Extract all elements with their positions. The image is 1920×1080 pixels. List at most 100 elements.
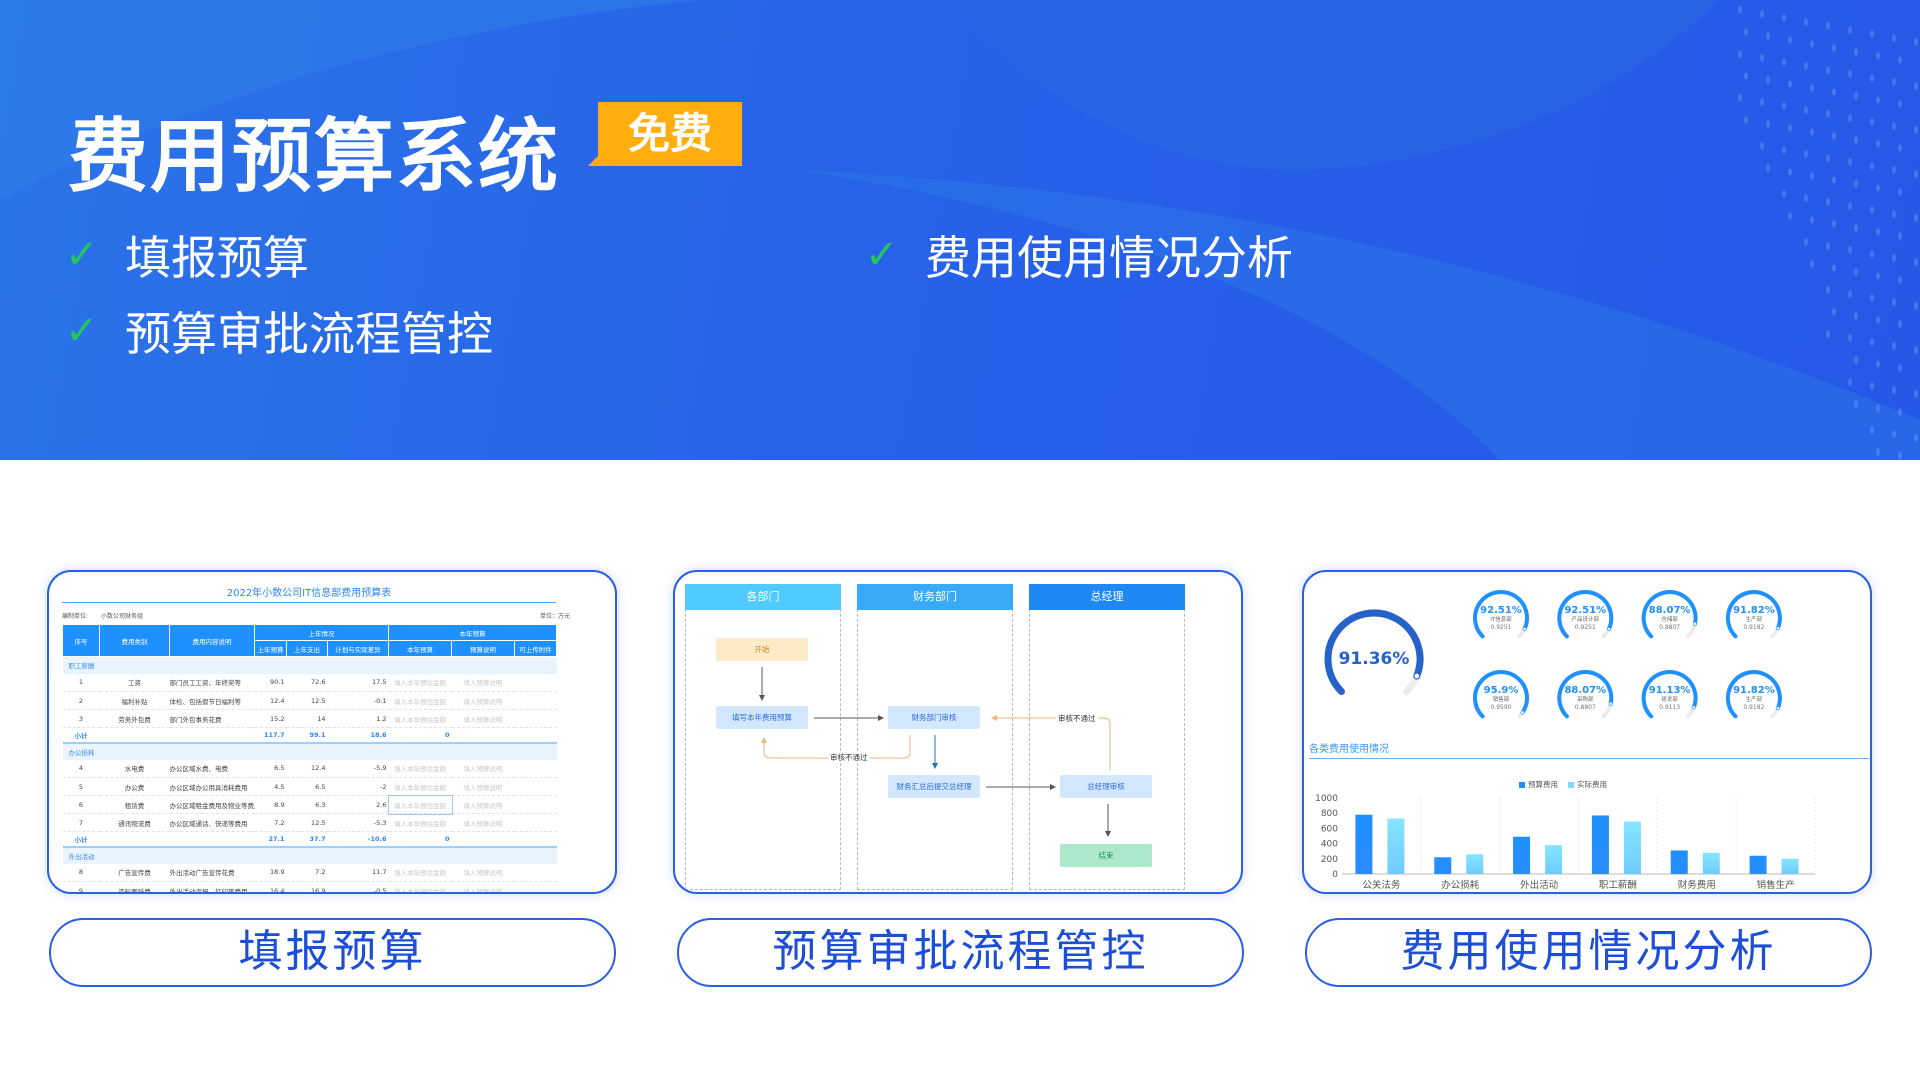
bar-actual[interactable] [1702, 852, 1720, 874]
dot [1898, 232, 1902, 240]
dot [1854, 400, 1858, 408]
bar-actual[interactable] [1387, 818, 1405, 874]
dot [1854, 356, 1858, 364]
expense-category: 工资 [99, 673, 170, 692]
budget-note-input[interactable]: 填入预算说明 [451, 813, 515, 832]
legend-label: 预算费用 [1528, 780, 1558, 789]
dot [1854, 136, 1858, 144]
dot [1848, 378, 1852, 386]
flow-node-end[interactable]: 结束 [1060, 844, 1152, 867]
dot [1788, 80, 1792, 88]
budget-amount-input[interactable]: 填入本年预估金额 [388, 777, 452, 796]
bar-budget[interactable] [1434, 857, 1452, 874]
dot [1810, 84, 1814, 92]
budget-amount-input[interactable]: 填入本年预估金额 [388, 813, 452, 832]
x-tick-label: 办公损耗 [1441, 879, 1480, 891]
bar-budget[interactable] [1591, 815, 1609, 874]
bar-chart: 02004006008001000公关法务办公损耗外出活动职工薪酬财务费用销售生… [1315, 794, 1816, 891]
x-tick-label: 公关法务 [1362, 879, 1401, 891]
dot [1766, 120, 1770, 128]
bar-budget[interactable] [1749, 855, 1767, 874]
gauge-percent: 92.51% [1480, 605, 1522, 616]
empty [99, 831, 170, 848]
empty [99, 727, 170, 744]
budget-note-input[interactable]: 填入预算说明 [451, 863, 515, 882]
bar-budget[interactable] [1513, 836, 1531, 874]
budget-note-input[interactable]: 填入预算说明 [451, 673, 515, 692]
dot [1898, 320, 1902, 328]
section-name: 外出活动 [62, 846, 557, 864]
budget-note-input[interactable]: 填入预算说明 [451, 777, 515, 796]
budget-amount-input[interactable]: 填入本年预估金额 [388, 709, 452, 728]
section-row: 职工薪酬 [62, 656, 557, 674]
dot [1876, 184, 1880, 192]
gauge-ratio: 0.8807 [1575, 704, 1596, 711]
budget-note-input[interactable]: 填入预算说明 [451, 795, 515, 814]
bar-actual[interactable] [1545, 845, 1563, 874]
dot [1848, 26, 1852, 34]
budget-amount-input[interactable]: 填入本年预估金额 [388, 863, 452, 882]
group-header: 上年情况 [254, 624, 389, 641]
flow-node-start[interactable]: 开始 [716, 638, 808, 661]
variance: -5.9 [327, 759, 389, 778]
budget-table-card[interactable]: 2022年小数公司IT信息部费用预算表 编制单位: 小数公司财务组 单位：万元 … [47, 570, 617, 894]
gauge-percent: 92.51% [1564, 605, 1606, 616]
last-year-spend: 16.9 [286, 881, 328, 892]
variance: -5.3 [327, 813, 389, 832]
last-year-spend: 14 [286, 709, 328, 728]
usage-analysis-button[interactable]: 费用使用情况分析 [1305, 918, 1872, 987]
budget-amount-input[interactable]: 填入本年预估金额 [388, 691, 452, 710]
dot [1876, 316, 1880, 324]
last-year-budget: 90.1 [254, 673, 287, 692]
dot [1738, 6, 1742, 14]
flow-node-fill-budget[interactable]: 填写本年费用预算 [716, 706, 808, 729]
gauge-department: 生产部 [1746, 695, 1763, 703]
overall-percent: 91.36% [1339, 649, 1410, 669]
last-year-budget: 7.2 [254, 813, 287, 832]
expense-description: 办公区域水费、电费 [169, 759, 255, 778]
flow-node-finance-review[interactable]: 财务部门审核 [888, 706, 980, 729]
attachment-cell [514, 813, 557, 832]
flow-node-gm-review[interactable]: 总经理审核 [1060, 775, 1152, 798]
variance: 17.5 [327, 673, 389, 692]
budget-note-input[interactable]: 填入预算说明 [451, 759, 515, 778]
unit-label: 编制单位: [62, 613, 89, 620]
budget-note-input[interactable]: 填入预算说明 [451, 691, 515, 710]
dot [1914, 214, 1918, 222]
budget-amount-input[interactable]: 填入本年预估金额 [388, 673, 452, 692]
bar-budget[interactable] [1670, 850, 1688, 874]
empty [514, 831, 557, 848]
dot [1848, 202, 1852, 210]
dot [1898, 408, 1902, 416]
dot [1810, 172, 1814, 180]
gauge-department: 生产部 [1746, 615, 1763, 623]
expense-description: 外出活动广告宣传花费 [169, 863, 255, 882]
empty [169, 831, 255, 848]
dot [1876, 52, 1880, 60]
budget-amount-input[interactable]: 填入本年预估金额 [388, 759, 452, 778]
budget-amount-input[interactable]: 填入本年预估金额 [388, 881, 452, 892]
approval-flow-button[interactable]: 预算审批流程管控 [677, 918, 1244, 987]
expense-category: 通讯物流费 [99, 813, 170, 832]
bar-actual[interactable] [1781, 858, 1799, 874]
dot [1870, 162, 1874, 170]
budget-note-input[interactable]: 填入预算说明 [451, 881, 515, 892]
approval-flow-card[interactable]: 各部门 财务部门 总经理 开始 填写本年费用预算 财务部门审核 财务汇总后提交总… [673, 570, 1243, 894]
dot [1782, 146, 1786, 154]
budget-amount-input[interactable]: 填入本年预估金额 [387, 794, 453, 815]
expense-category: 租赁费 [99, 795, 170, 814]
budget-note-input[interactable]: 填入预算说明 [451, 709, 515, 728]
dot [1826, 242, 1830, 250]
col-header: 可上传附件 [514, 640, 557, 657]
dot [1826, 154, 1830, 162]
gauge-ratio: 0.9251 [1575, 624, 1596, 631]
bar-actual[interactable] [1466, 854, 1484, 874]
last-year-budget: 18.9 [254, 863, 287, 882]
flow-node-finance-submit[interactable]: 财务汇总后提交总经理 [888, 775, 980, 798]
expense-description: 办公区域办公用具消耗费用 [169, 777, 255, 796]
bar-budget[interactable] [1355, 814, 1373, 874]
fill-budget-button[interactable]: 填报预算 [49, 918, 616, 987]
bar-actual[interactable] [1623, 821, 1641, 874]
